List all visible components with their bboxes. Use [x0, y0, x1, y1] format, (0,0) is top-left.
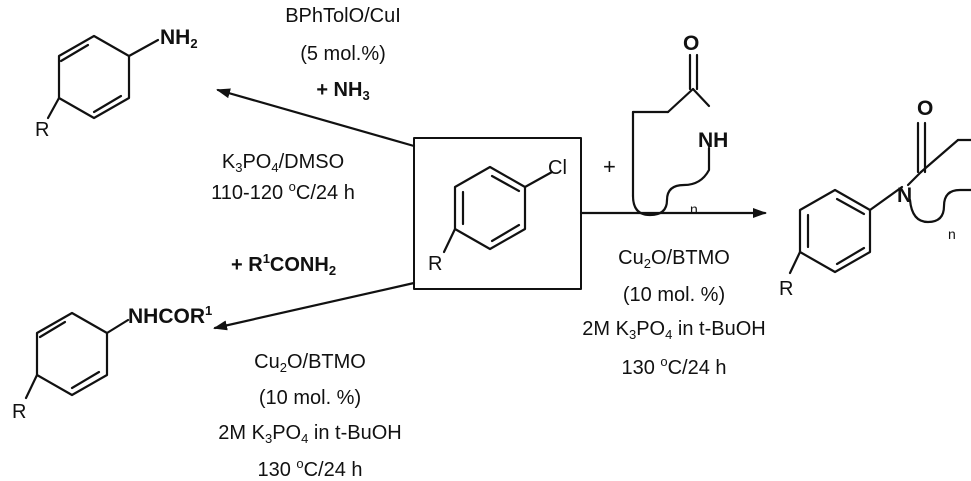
aniline-ring [46, 34, 160, 120]
bottom-left-catalyst: Cu2O/BTMO [254, 351, 366, 375]
chloroarene-ring [442, 165, 554, 254]
lactam-o-label: O [683, 32, 700, 55]
right-loading: (10 mol. %) [622, 284, 726, 306]
product-n-index: n [948, 226, 956, 242]
right-temperature: 130 oC/24 h [621, 354, 727, 379]
top-left-temperature: 110-120 oC/24 h [211, 179, 355, 204]
anilide-nhcor-label: NHCOR1 [128, 303, 213, 328]
right-base: 2M K3PO4 in t-BuOH [582, 318, 766, 342]
aniline-nh2-label: NH2 [160, 26, 198, 51]
plus-sign: + [603, 154, 616, 179]
product-r-label: R [779, 278, 794, 300]
bottom-left-loading: (10 mol. %) [258, 387, 362, 409]
bottom-left-reagent: + R1CONH2 [231, 251, 337, 278]
n-aryl-lactam [788, 121, 971, 275]
arrow-to-aniline [216, 88, 416, 148]
lactam-ring [631, 53, 711, 217]
product-n-label: N [897, 184, 913, 207]
arrow-to-amide [213, 281, 416, 331]
product-o-label: O [917, 97, 934, 120]
aniline-r-label: R [35, 119, 50, 141]
top-left-loading: (5 mol.%) [300, 43, 386, 65]
substrate-cl-label: Cl [548, 157, 567, 179]
top-left-catalyst: BPhTolO/CuI [285, 5, 401, 27]
right-catalyst: Cu2O/BTMO [618, 247, 730, 271]
bottom-left-temperature: 130 oC/24 h [257, 456, 363, 481]
lactam-nh-label: NH [698, 129, 729, 152]
anilide-ring [24, 311, 130, 400]
lactam-n-index: n [690, 201, 698, 217]
top-left-base: K3PO4/DMSO [221, 151, 345, 175]
bottom-left-base: 2M K3PO4 in t-BuOH [218, 422, 402, 446]
anilide-r-label: R [12, 401, 27, 423]
substrate-r-label: R [428, 253, 443, 275]
top-left-reagent: + NH3 [316, 79, 370, 103]
